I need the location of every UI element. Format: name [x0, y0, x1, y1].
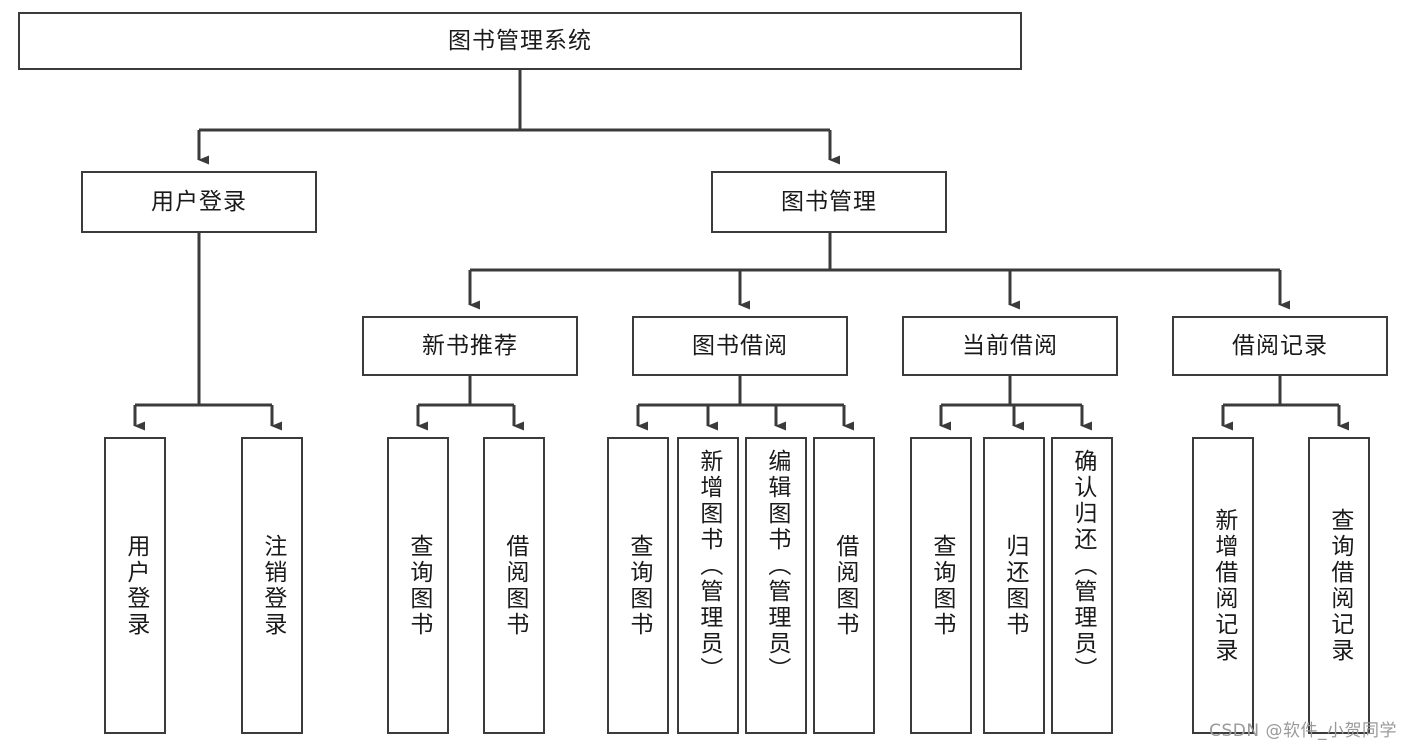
node-user-login[interactable]: 用户登录 [81, 171, 317, 233]
leaf-query-borrow-record-label: 查询借阅记录 [1326, 507, 1353, 664]
leaf-return-book-label: 归还图书 [1001, 533, 1028, 638]
leaf-add-book-admin[interactable]: 新增图书（管理员） [677, 437, 739, 734]
node-new-book-recommend-label: 新书推荐 [422, 332, 518, 359]
leaf-user-login-label: 用户登录 [122, 533, 149, 638]
leaf-query-book-bb-label: 查询图书 [625, 533, 652, 638]
node-new-book-recommend[interactable]: 新书推荐 [362, 316, 578, 376]
leaf-query-book-nb[interactable]: 查询图书 [387, 437, 449, 734]
leaf-confirm-return-admin-label: 确认归还（管理员） [1069, 449, 1096, 683]
leaf-logout-label: 注销登录 [259, 533, 286, 638]
leaf-user-login[interactable]: 用户登录 [104, 437, 166, 734]
node-root[interactable]: 图书管理系统 [18, 12, 1022, 70]
leaf-edit-book-admin[interactable]: 编辑图书（管理员） [745, 437, 807, 734]
leaf-borrow-book-bb-label: 借阅图书 [831, 533, 858, 638]
node-book-borrow-label: 图书借阅 [692, 332, 788, 359]
leaf-borrow-book-nb[interactable]: 借阅图书 [483, 437, 545, 734]
leaf-add-borrow-record[interactable]: 新增借阅记录 [1192, 437, 1254, 734]
leaf-query-book-cb[interactable]: 查询图书 [910, 437, 972, 734]
leaf-query-book-nb-label: 查询图书 [405, 533, 432, 638]
leaf-confirm-return-admin[interactable]: 确认归还（管理员） [1051, 437, 1113, 734]
node-borrow-record[interactable]: 借阅记录 [1172, 316, 1388, 376]
leaf-return-book[interactable]: 归还图书 [983, 437, 1045, 734]
node-root-label: 图书管理系统 [448, 27, 592, 54]
leaf-edit-book-admin-label: 编辑图书（管理员） [763, 449, 790, 683]
leaf-add-borrow-record-label: 新增借阅记录 [1210, 507, 1237, 664]
leaf-query-borrow-record[interactable]: 查询借阅记录 [1308, 437, 1370, 734]
leaf-logout[interactable]: 注销登录 [241, 437, 303, 734]
node-current-borrow[interactable]: 当前借阅 [902, 316, 1118, 376]
node-book-borrow[interactable]: 图书借阅 [632, 316, 848, 376]
node-user-login-label: 用户登录 [151, 188, 247, 215]
node-current-borrow-label: 当前借阅 [962, 332, 1058, 359]
node-book-management-label: 图书管理 [781, 188, 877, 215]
node-borrow-record-label: 借阅记录 [1232, 332, 1328, 359]
node-book-management[interactable]: 图书管理 [711, 171, 947, 233]
leaf-add-book-admin-label: 新增图书（管理员） [695, 449, 722, 683]
leaf-query-book-bb[interactable]: 查询图书 [607, 437, 669, 734]
leaf-borrow-book-nb-label: 借阅图书 [501, 533, 528, 638]
leaf-borrow-book-bb[interactable]: 借阅图书 [813, 437, 875, 734]
leaf-query-book-cb-label: 查询图书 [928, 533, 955, 638]
